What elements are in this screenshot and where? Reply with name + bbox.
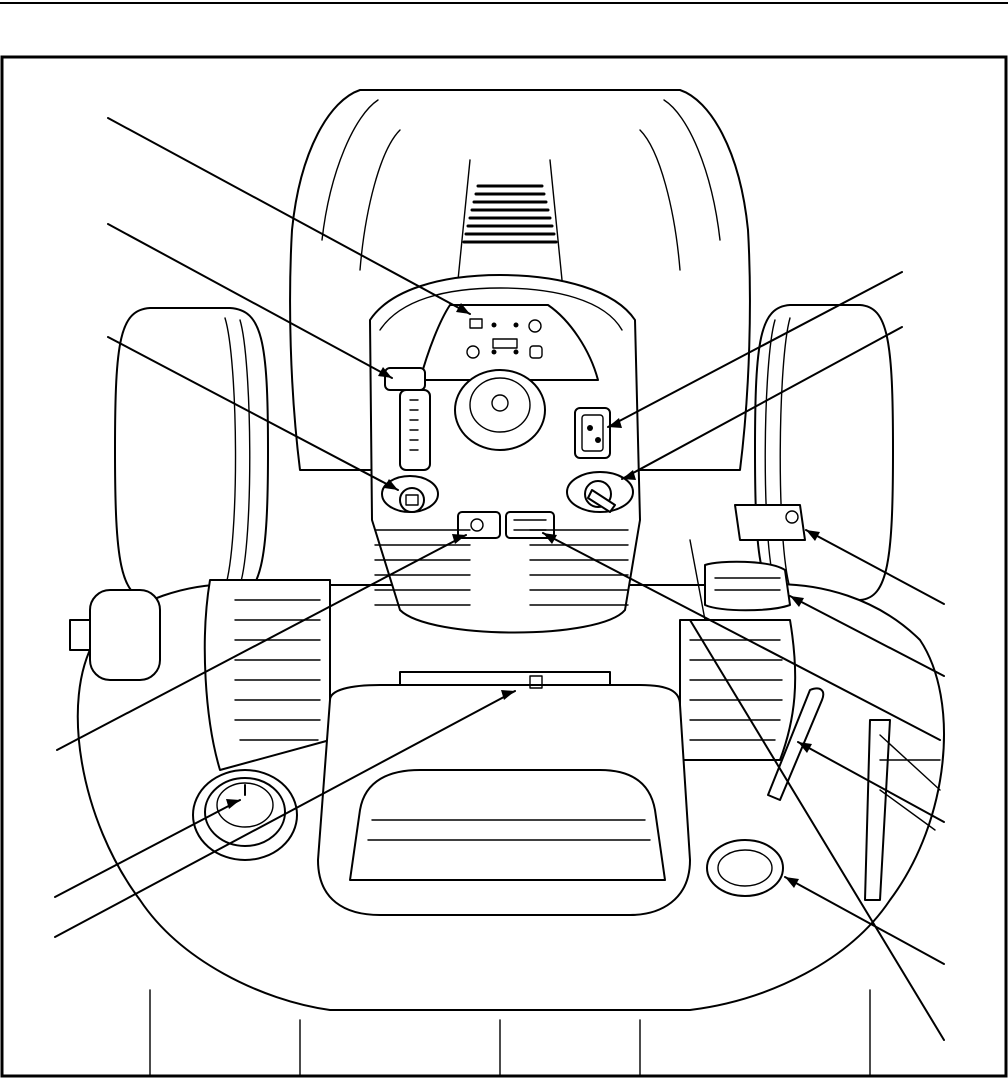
dash-grille: [374, 529, 629, 606]
right-rear-wheel: [754, 304, 894, 601]
callout-leader-9: [797, 741, 945, 823]
brake-pedal[interactable]: [734, 504, 806, 541]
hood-vent-grille: [462, 184, 558, 244]
temperature-indicator-icon: [466, 345, 480, 359]
callout-leader-11: [56, 534, 467, 751]
right-footrest-grille: [679, 619, 797, 761]
choke-knob[interactable]: [381, 475, 439, 513]
callout-leader-10: [784, 876, 945, 965]
left-footrest-grille: [203, 579, 331, 771]
cup-holder: [706, 839, 784, 897]
callout-leader-8: [542, 532, 941, 741]
callout-leader-5: [621, 326, 903, 480]
hour-meter-icon: [529, 345, 543, 359]
ignition-switch[interactable]: [566, 471, 634, 513]
callout-leader-1: [107, 117, 471, 315]
callout-leader-7: [789, 595, 945, 677]
deck-lift-lever[interactable]: [864, 719, 941, 901]
headlight-switch-icon: [470, 518, 484, 532]
oil-pressure-indicator-icon: [528, 319, 542, 333]
callout-leader-6: [805, 529, 945, 605]
callout-leader-13: [54, 690, 516, 938]
forward-reverse-pedal[interactable]: [689, 539, 791, 621]
callout-leaders: [54, 117, 945, 1041]
seat: [317, 671, 691, 916]
steering-column-base: [454, 369, 546, 451]
throttle-lever[interactable]: [384, 367, 431, 471]
battery-indicator-icon: [469, 318, 483, 329]
ignition-key-icon: [587, 489, 616, 513]
fuel-cap[interactable]: [192, 769, 298, 861]
callout-leader-2: [107, 223, 393, 379]
center-switches[interactable]: [457, 511, 555, 539]
callout-leader-3: [107, 336, 399, 491]
indicator-lights: [466, 318, 543, 359]
callout-arrowheads: [226, 303, 820, 888]
callout-leader-12: [54, 799, 241, 898]
figure-border: [0, 55, 1008, 1078]
pto-switch[interactable]: [574, 407, 611, 459]
callout-leader-4: [607, 271, 903, 428]
callout-leader-14: [689, 619, 945, 1041]
dash-panel: [369, 274, 641, 634]
